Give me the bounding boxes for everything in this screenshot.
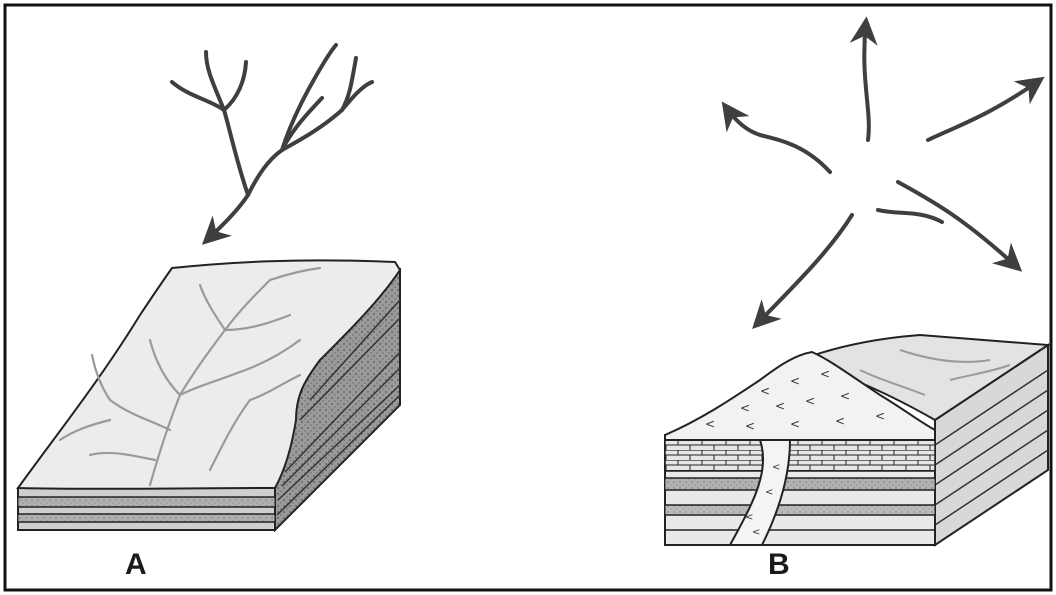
svg-text:<: < — [705, 417, 715, 431]
svg-text:<: < — [775, 399, 785, 413]
arrow-east — [898, 182, 1018, 268]
arrow-east-tributary — [878, 210, 942, 222]
svg-text:<: < — [772, 462, 780, 473]
svg-text:<: < — [805, 394, 815, 408]
arrow-northwest — [725, 106, 830, 172]
svg-text:<: < — [740, 401, 750, 415]
panel-label-b: B — [768, 548, 790, 582]
arrow-north — [864, 22, 869, 140]
svg-text:<: < — [760, 384, 770, 398]
svg-text:<: < — [875, 409, 885, 423]
svg-text:<: < — [790, 417, 800, 431]
svg-text:<: < — [752, 527, 760, 538]
svg-text:<: < — [835, 414, 845, 428]
svg-text:<: < — [745, 512, 753, 523]
svg-text:<: < — [745, 419, 755, 433]
svg-text:<: < — [790, 374, 800, 388]
block-a-front — [18, 488, 275, 530]
arrow-northeast — [928, 80, 1040, 140]
arrow-southwest — [756, 215, 852, 325]
panel-a — [18, 45, 400, 530]
svg-text:<: < — [840, 389, 850, 403]
panel-b: < < < < < < < < < < < < < < < < — [665, 22, 1048, 545]
panel-label-a: A — [125, 548, 147, 582]
svg-text:<: < — [820, 367, 830, 381]
svg-text:<: < — [765, 487, 773, 498]
dendritic-stream-arrow — [172, 45, 372, 241]
radial-stream-arrows — [725, 22, 1040, 325]
